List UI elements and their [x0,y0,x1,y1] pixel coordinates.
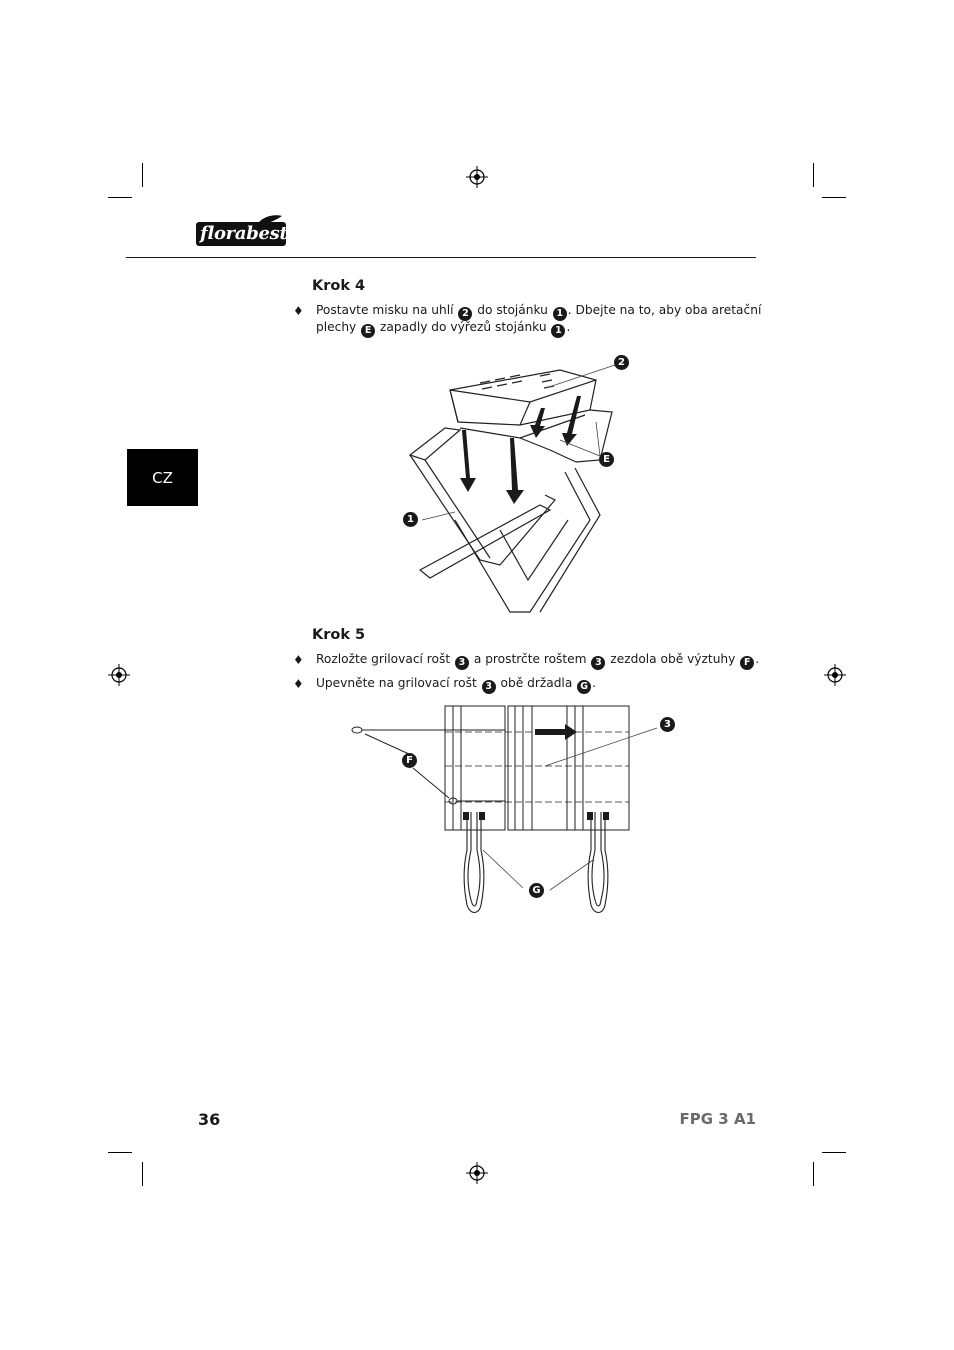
callout-stand: 1 [403,512,418,527]
ref-badge: 3 [454,656,469,670]
language-tab-label: CZ [152,468,173,487]
callout-grate: 3 [660,717,675,732]
header-rule [126,257,756,258]
crop-mark [822,197,846,198]
step5-illustration [351,705,658,914]
crop-mark [108,197,132,198]
page-number: 36 [198,1110,221,1129]
language-tab: CZ [127,449,198,506]
crop-mark [142,163,143,187]
step5-item1: Rozložte grilovací rošt 3 a prostrčte ro… [316,652,760,670]
model-number: FPG 3 A1 [679,1110,756,1128]
ref-badge: 2 [458,307,473,321]
crop-mark [813,1162,814,1186]
registration-mark-icon [824,664,846,686]
step4-line2: plechy E zapadly do výřezů stojánku 1. [316,320,571,338]
ref-badge: 3 [591,656,606,670]
ref-badge: F [740,656,755,670]
bullet-icon: ♦ [293,677,304,691]
crop-mark [142,1162,143,1186]
step4-illustration [408,363,619,613]
callout-handles: G [529,883,544,898]
crop-mark [108,1152,132,1153]
leaf-icon [256,215,282,226]
crop-mark [822,1152,846,1153]
step4-heading: Krok 4 [312,278,366,294]
ref-badge: 1 [552,307,567,321]
step4-line1: Postavte misku na uhlí 2 do stojánku 1. … [316,303,762,321]
bullet-icon: ♦ [293,304,304,318]
brand-logo: florabest [196,214,288,246]
ref-badge: E [361,324,376,338]
bullet-icon: ♦ [293,653,304,667]
callout-plates: E [599,452,614,467]
ref-badge: 1 [551,324,566,338]
step5-heading: Krok 5 [312,627,366,643]
callout-bowl: 2 [614,355,629,370]
callout-struts: F [402,753,417,768]
ref-badge: 3 [481,680,496,694]
brand-logo-text: florabest [200,223,288,244]
crop-mark [813,163,814,187]
registration-mark-icon [466,1162,488,1184]
ref-badge: G [577,680,592,694]
registration-mark-icon [108,664,130,686]
step5-item2: Upevněte na grilovací rošt 3 obě držadla… [316,676,597,694]
registration-mark-icon [466,166,488,188]
